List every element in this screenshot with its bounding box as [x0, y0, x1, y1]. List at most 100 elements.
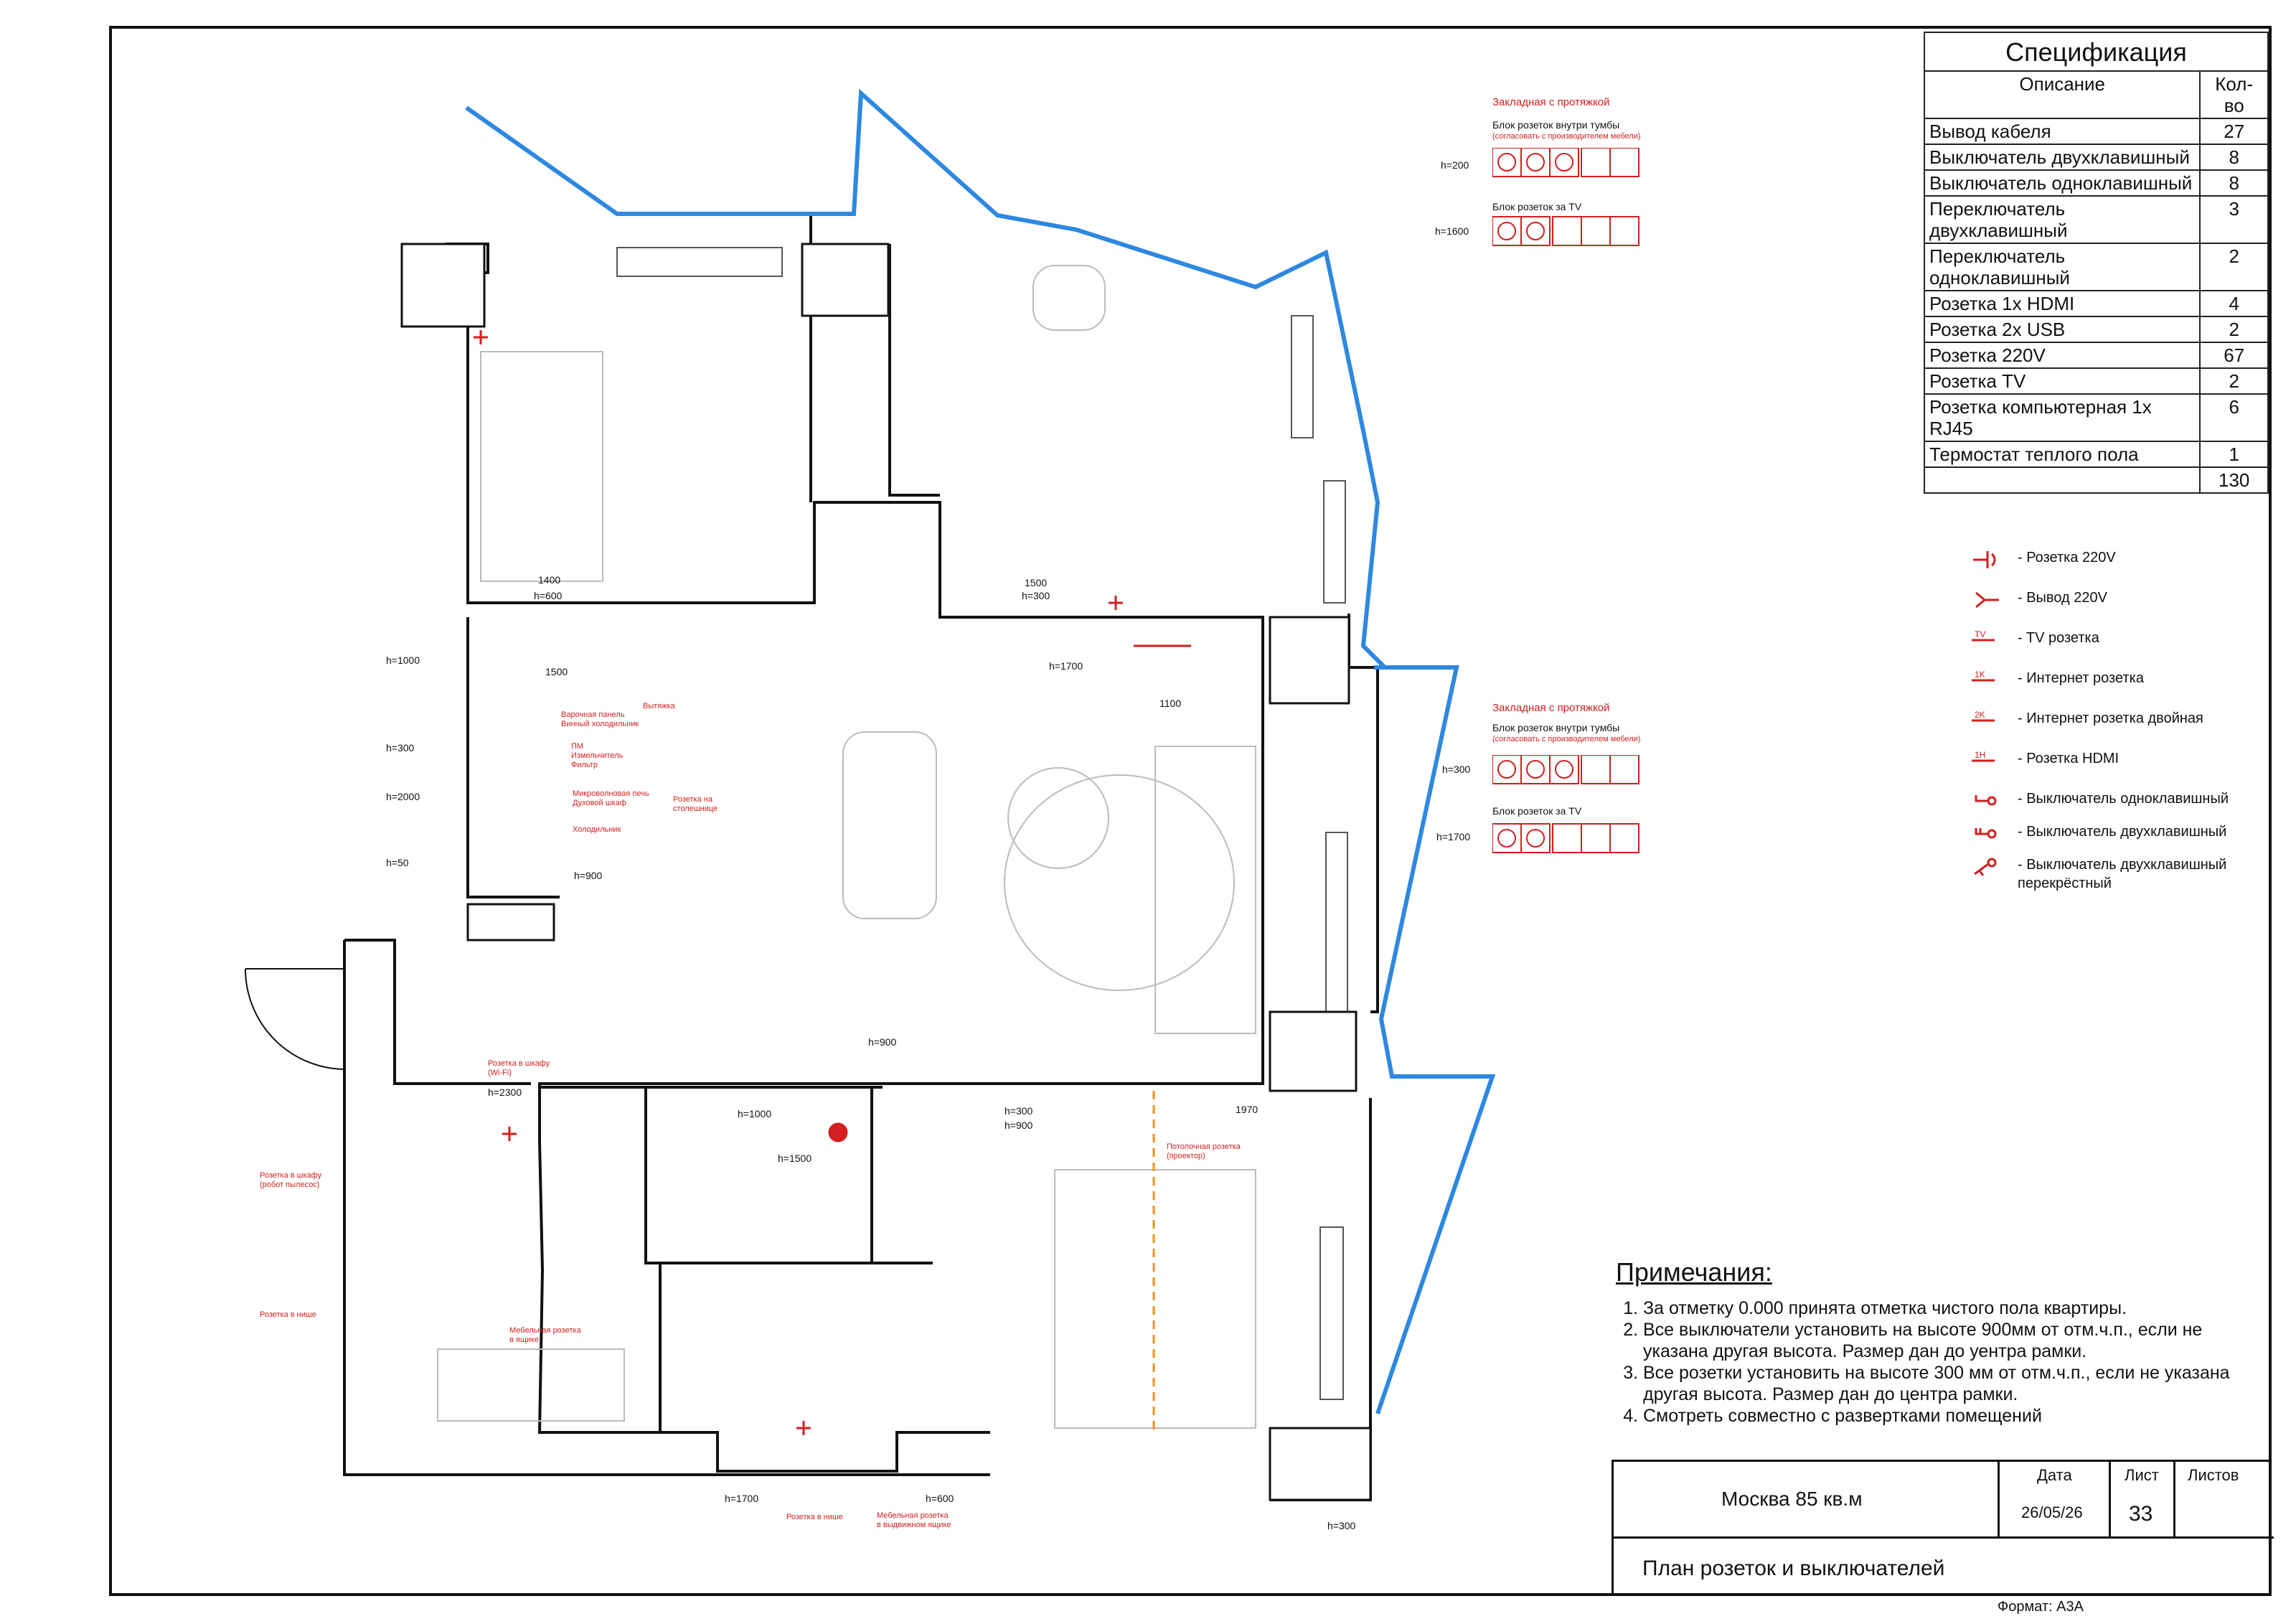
note-fridge: Холодильник — [573, 825, 621, 834]
radiator-3 — [1323, 480, 1346, 604]
dim-h600b: h=600 — [926, 1493, 954, 1504]
row-qty: 6 — [2199, 393, 2269, 442]
title-block: Москва 85 кв.м План розеток и выключател… — [1612, 1460, 2274, 1596]
legend-label: - Вывод 220V — [2018, 590, 2107, 606]
callout-h-mid2: h=1700 — [1436, 831, 1471, 842]
legend-label: - Выключатель двухклавишный перекрёстный — [2018, 857, 2227, 891]
wall-hall-top — [344, 939, 531, 1085]
window-right-blue — [1374, 665, 1496, 1414]
legend-item: TV - TV розетка — [1966, 624, 2267, 665]
notes-list: За отметку 0.000 принята отметка чистого… — [1616, 1297, 2262, 1427]
svg-text:TV: TV — [1975, 629, 1985, 639]
dim-h1500: h=1500 — [778, 1153, 812, 1164]
column-2 — [801, 243, 890, 317]
sheets-label: Листов — [2188, 1466, 2239, 1484]
note-hood: Вытяжка — [643, 702, 675, 710]
svg-text:1K: 1K — [1975, 670, 1985, 680]
cross-switch-icon — [1974, 858, 1997, 876]
row-name: Переключатель двухклавишный — [1923, 195, 2201, 244]
sheet-name: План розеток и выключателей — [1642, 1557, 1945, 1580]
callout-sockets-mid — [1492, 755, 1639, 853]
column-4 — [1269, 1427, 1372, 1501]
list-item: За отметку 0.000 принята отметка чистого… — [1643, 1297, 2262, 1319]
bed-2 — [1054, 1169, 1256, 1429]
dim-h900: h=900 — [574, 870, 603, 881]
legend-item: 1H - Розетка HDMI — [1966, 745, 2267, 785]
note-wifi: Розетка в шкафу (Wi-Fi) — [488, 1059, 550, 1077]
dim-h300b: h=300 — [386, 742, 415, 754]
row-qty: 2 — [2199, 243, 2269, 291]
thermostat-mark — [828, 1122, 848, 1142]
round-table — [1007, 767, 1109, 869]
list-item: Все розетки установить на высоте 300 мм … — [1643, 1362, 2262, 1405]
dim-1500b: 1500 — [545, 666, 568, 677]
row-qty: 67 — [2199, 342, 2269, 369]
legend-item: 1K - Интернет розетка — [1966, 665, 2267, 705]
callout-sockets-top — [1492, 148, 1639, 246]
legend-label: - Розетка 220V — [2018, 550, 2116, 565]
window-left-blue — [465, 88, 1387, 670]
radiator-1 — [616, 247, 783, 277]
sheet-number: 33 — [2129, 1502, 2153, 1526]
row-qty: 1 — [2199, 441, 2269, 468]
radiator-5 — [1319, 1226, 1344, 1400]
callout-embed-top: Закладная с протяжкой — [1492, 96, 1610, 108]
dim-1100: 1100 — [1159, 698, 1182, 709]
socket-mark — [502, 1127, 517, 1141]
legend-label: - Интернет розетка двойная — [2018, 710, 2203, 726]
legend-label: - TV розетка — [2018, 630, 2099, 646]
legend-label: - Розетка HDMI — [2018, 751, 2119, 766]
bed-1 — [480, 351, 603, 582]
note-projector: Потолочная розетка (проектор) — [1167, 1142, 1241, 1160]
svg-text:2K: 2K — [1975, 710, 1985, 720]
note-dishwasher: ПМ Измельчитель Фильтр — [571, 742, 624, 769]
legend-item: - Вывод 220V — [1966, 584, 2267, 624]
hdmi-socket-icon: 1H — [1972, 750, 1995, 762]
legend-item: - Выключатель двухклавишный перекрёстный — [1966, 851, 2267, 894]
column-1 — [400, 243, 486, 328]
dim-h900c: h=900 — [1004, 1120, 1033, 1131]
wall-hall — [343, 940, 990, 1476]
row-name: Розетка 2x USB — [1923, 316, 2201, 343]
row-qty: 8 — [2199, 169, 2269, 197]
notes: Примечания: За отметку 0.000 принята отм… — [1616, 1257, 2262, 1427]
note-niche: Розетка в нише — [260, 1310, 316, 1319]
entrance-door — [245, 968, 345, 1070]
col-description: Описание — [1923, 70, 2201, 119]
column-5 — [1269, 616, 1350, 705]
callout-tv-top: Блок розеток за TV — [1492, 201, 1582, 212]
socket-mark — [474, 330, 488, 344]
single-switch-icon — [1975, 795, 1997, 806]
col-qty: Кол-во — [2199, 70, 2269, 119]
dim-h300d: h=300 — [1327, 1520, 1356, 1531]
wall-kitchen — [466, 617, 560, 898]
legend-label: - Выключатель двухклавишный — [2018, 824, 2227, 840]
row-name: Розетка 1x HDMI — [1923, 290, 2201, 317]
row-qty: 2 — [2199, 316, 2269, 343]
svg-text:1H: 1H — [1975, 750, 1985, 760]
dim-h300c: h=300 — [1004, 1105, 1033, 1117]
column-3 — [1269, 1010, 1358, 1092]
legend-item: 2K - Интернет розетка двойная — [1966, 705, 2267, 745]
internet-socket-icon: 1K — [1972, 670, 1995, 682]
row-qty: 8 — [2199, 144, 2269, 171]
date-label: Дата — [2037, 1466, 2072, 1484]
note-drawer: Мебельная розетка в ящике — [509, 1326, 581, 1344]
date-value: 26/05/26 — [2021, 1503, 2083, 1521]
note-cooktop: Варочная панель Винный холодильник — [561, 710, 639, 728]
legend-label: - Выключатель одноклавишный — [2018, 791, 2229, 807]
row-name: Розетка TV — [1923, 367, 2201, 395]
note-microwave: Микроволновая печь Духовой шкаф — [573, 789, 649, 807]
dim-1500: 1500 — [1025, 577, 1048, 588]
row-qty: 27 — [2199, 118, 2269, 145]
dim-h1700: h=1700 — [1049, 660, 1083, 672]
row-qty: 3 — [2199, 195, 2269, 244]
callout-cabinet-note-mid: (согласовать с производителем мебели) — [1492, 735, 1641, 743]
